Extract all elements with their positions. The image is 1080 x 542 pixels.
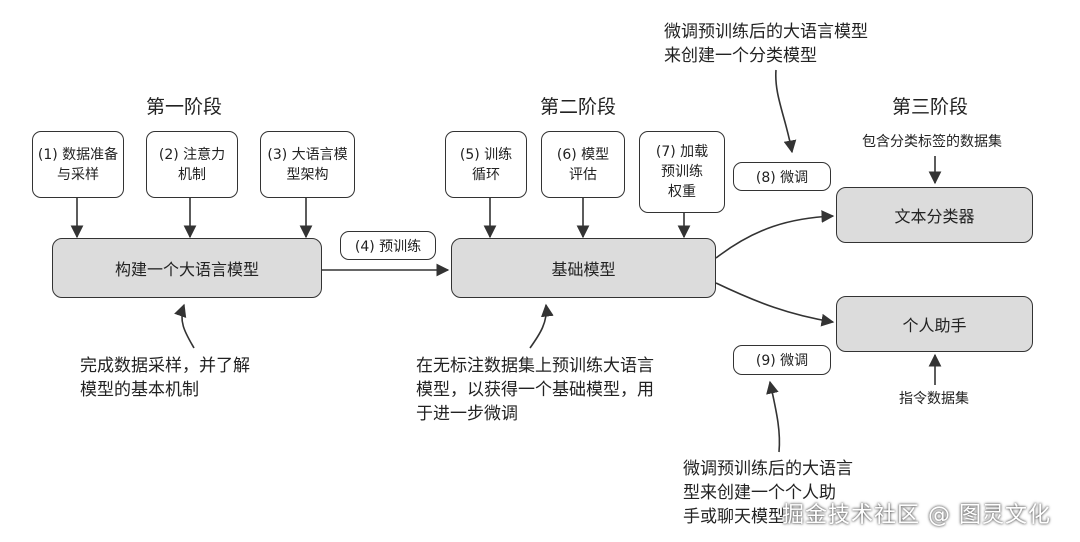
arrow-note-stage2 <box>529 303 554 349</box>
step-3-label: (3) 大语言模 型架构 <box>267 146 348 183</box>
step-5-box: (5) 训练 循环 <box>445 131 527 198</box>
assistant-note: 微调预训练后的大语言 型来创建一个个人助 手或聊天模型 <box>683 459 853 527</box>
watermark: 掘金技术社区 @ 图灵文化 <box>782 503 1051 528</box>
assistant-dataset-label: 指令数据集 <box>899 391 969 407</box>
step-2-box: (2) 注意力 机制 <box>146 131 238 198</box>
stage-1-heading: 第一阶段 <box>146 96 223 118</box>
step-9-finetune-pill: (9) 微调 <box>733 345 831 375</box>
arrow-base-to-assistant <box>715 282 835 327</box>
step-1-box: (1) 数据准备 与采样 <box>32 131 124 198</box>
personal-assistant-box: 个人助手 <box>836 296 1033 352</box>
classifier-note: 微调预训练后的大语言模型 来创建一个分类模型 <box>664 22 868 66</box>
step-1-label: (1) 数据准备 与采样 <box>37 146 119 183</box>
step-7-box: (7) 加载 预训练 权重 <box>639 131 725 213</box>
step-3-box: (3) 大语言模 型架构 <box>260 131 355 198</box>
base-model-box: 基础模型 <box>451 238 716 298</box>
stage-1-note: 完成数据采样，并了解 模型的基本机制 <box>80 356 250 400</box>
stage-2-note: 在无标注数据集上预训练大语言 模型，以获得一个基础模型，用 于进一步微调 <box>416 356 654 424</box>
text-classifier-box: 文本分类器 <box>836 187 1033 243</box>
classifier-dataset-label: 包含分类标签的数据集 <box>862 134 1002 150</box>
step-4-pretrain-pill: (4) 预训练 <box>340 231 436 260</box>
arrow-base-to-classifier <box>715 210 835 259</box>
step-5-label: (5) 训练 循环 <box>459 146 513 183</box>
step-7-label: (7) 加载 预训练 权重 <box>655 144 709 200</box>
step-2-label: (2) 注意力 机制 <box>158 146 226 183</box>
step-6-label: (6) 模型 评估 <box>556 146 610 183</box>
step-6-box: (6) 模型 评估 <box>541 131 625 198</box>
stage-2-heading: 第二阶段 <box>540 96 617 118</box>
arrow-note-classifier <box>775 69 797 154</box>
stage-3-heading: 第三阶段 <box>892 96 969 118</box>
arrow-note-assistant <box>766 380 781 453</box>
build-llm-box: 构建一个大语言模型 <box>52 238 322 298</box>
step-8-finetune-pill: (8) 微调 <box>733 162 831 191</box>
arrow-note-stage1 <box>174 303 195 349</box>
